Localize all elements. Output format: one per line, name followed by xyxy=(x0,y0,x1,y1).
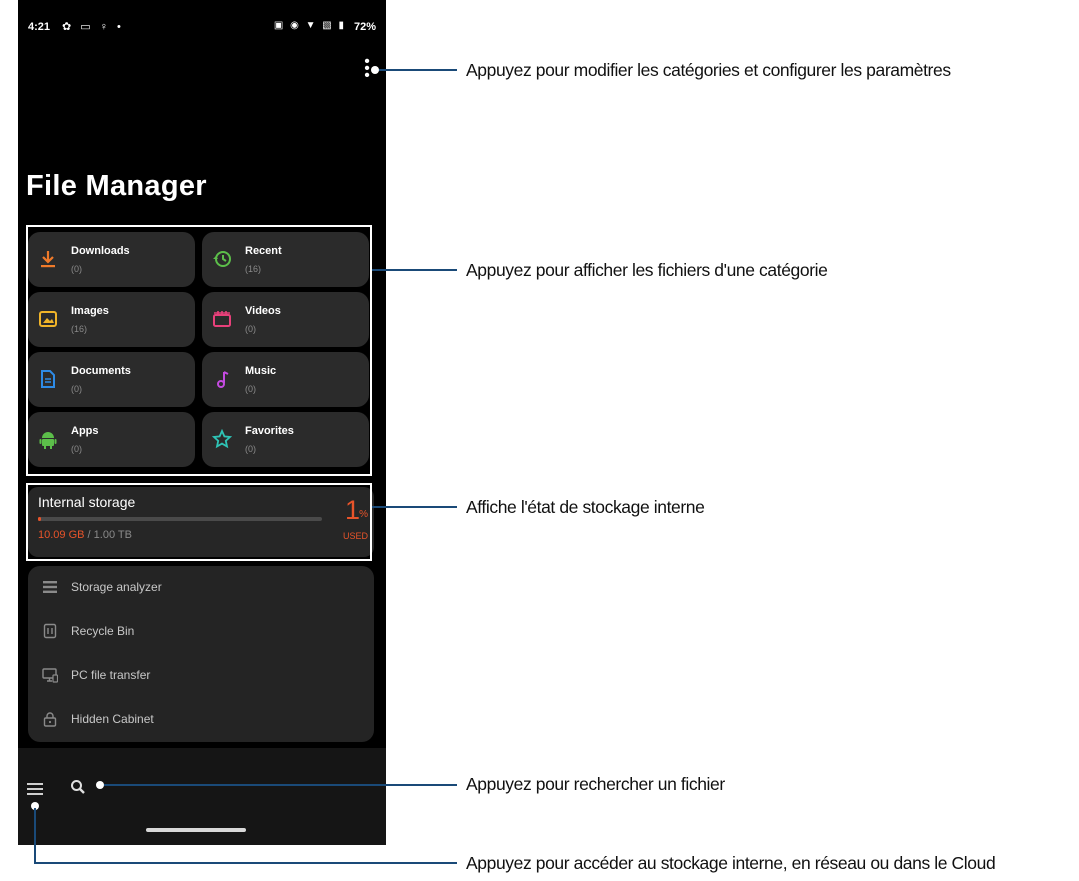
tool-label: Recycle Bin xyxy=(71,624,135,638)
nav-callout-vertical-line xyxy=(34,808,36,864)
category-count: (0) xyxy=(71,264,82,274)
nav-callout-dot xyxy=(31,802,39,810)
system-status-icons: ▣ ◉ ▼ ▧ ▮ xyxy=(273,20,346,31)
trash-icon xyxy=(43,623,57,639)
category-name: Videos xyxy=(245,305,281,317)
category-recent[interactable]: Recent (16) xyxy=(202,232,369,287)
callout-nav: Appuyez pour accéder au stockage interne… xyxy=(466,853,996,873)
callout-search: Appuyez pour rechercher un fichier xyxy=(466,774,725,794)
tool-storage-analyzer[interactable]: Storage analyzer xyxy=(28,572,374,602)
storage-progress-fill xyxy=(38,517,42,521)
storage-percent-sign: % xyxy=(359,509,368,520)
tool-pc-file-transfer[interactable]: PC file transfer xyxy=(28,660,374,690)
status-bar: 4:21 ✿ ▭ ♀ • ▣ ◉ ▼ ▧ ▮ 72% xyxy=(18,0,386,50)
category-count: (0) xyxy=(71,384,82,394)
nav-callout-line xyxy=(34,862,457,864)
categories-callout-line xyxy=(372,269,457,271)
android-icon xyxy=(39,432,57,449)
category-count: (16) xyxy=(71,324,88,334)
callout-storage: Affiche l'état de stockage interne xyxy=(466,497,705,517)
tool-label: Storage analyzer xyxy=(71,580,162,594)
music-icon xyxy=(217,371,229,388)
category-name: Apps xyxy=(71,425,99,437)
category-downloads[interactable]: Downloads (0) xyxy=(28,232,195,287)
image-icon xyxy=(39,311,57,327)
category-count: (0) xyxy=(245,384,256,394)
category-apps[interactable]: Apps (0) xyxy=(28,412,195,467)
storage-label: Internal storage xyxy=(38,494,136,510)
tool-label: Hidden Cabinet xyxy=(71,712,154,726)
category-images[interactable]: Images (16) xyxy=(28,292,195,347)
menu-callout-dot xyxy=(371,66,379,74)
category-count: (16) xyxy=(245,264,262,274)
category-music[interactable]: Music (0) xyxy=(202,352,369,407)
tool-recycle-bin[interactable]: Recycle Bin xyxy=(28,616,374,646)
menu-callout-line xyxy=(379,69,457,71)
category-name: Images xyxy=(71,305,109,317)
storage-highlight xyxy=(26,483,372,561)
storage-used-label: USED xyxy=(342,531,368,541)
storage-usage-text: 10.09 GB / 1.00 TB xyxy=(38,529,132,541)
video-icon xyxy=(213,311,231,327)
category-name: Music xyxy=(245,365,277,377)
tool-hidden-cabinet[interactable]: Hidden Cabinet xyxy=(28,704,374,734)
tool-label: PC file transfer xyxy=(71,668,151,682)
category-favorites[interactable]: Favorites (0) xyxy=(202,412,369,467)
callout-categories: Appuyez pour afficher les fichiers d'une… xyxy=(466,260,828,280)
document-icon xyxy=(41,370,55,388)
download-icon xyxy=(41,251,55,268)
internal-storage-card[interactable]: Internal storage 10.09 GB / 1.00 TB 1 % … xyxy=(28,487,374,557)
bottom-bar xyxy=(18,748,386,845)
category-name: Recent xyxy=(245,245,282,257)
category-count: (0) xyxy=(71,444,82,454)
history-icon xyxy=(213,251,231,267)
category-documents[interactable]: Documents (0) xyxy=(28,352,195,407)
storage-total: / 1.00 TB xyxy=(84,529,132,541)
star-icon xyxy=(212,429,232,449)
list-icon xyxy=(43,581,57,593)
search-callout-line xyxy=(104,784,457,786)
search-icon[interactable] xyxy=(70,779,86,795)
category-name: Downloads xyxy=(71,245,130,257)
hamburger-menu-icon[interactable] xyxy=(27,781,43,797)
page-title: File Manager xyxy=(26,170,207,202)
category-videos[interactable]: Videos (0) xyxy=(202,292,369,347)
category-count: (0) xyxy=(245,324,256,334)
phone-screen: 4:21 ✿ ▭ ♀ • ▣ ◉ ▼ ▧ ▮ 72% ••• File Mana… xyxy=(18,0,386,845)
more-options-icon[interactable]: ••• xyxy=(364,53,370,84)
status-time: 4:21 xyxy=(28,21,51,33)
category-count: (0) xyxy=(245,444,256,454)
storage-callout-line xyxy=(372,506,457,508)
category-name: Documents xyxy=(71,365,131,377)
tools-list: Storage analyzer Recycle Bin PC file tra… xyxy=(28,566,374,742)
notification-icons: ✿ ▭ ♀ • xyxy=(62,21,124,33)
categories-highlight xyxy=(26,225,372,476)
monitor-icon xyxy=(42,668,58,683)
category-name: Favorites xyxy=(245,425,294,437)
callout-menu: Appuyez pour modifier les catégories et … xyxy=(466,60,951,80)
storage-progress-bar xyxy=(38,517,322,521)
storage-used: 10.09 GB xyxy=(38,529,85,541)
battery-level: 72% xyxy=(353,21,376,33)
home-indicator[interactable] xyxy=(146,828,246,832)
search-callout-dot xyxy=(96,781,104,789)
lock-icon xyxy=(43,712,57,727)
storage-percent: 1 xyxy=(344,495,360,525)
